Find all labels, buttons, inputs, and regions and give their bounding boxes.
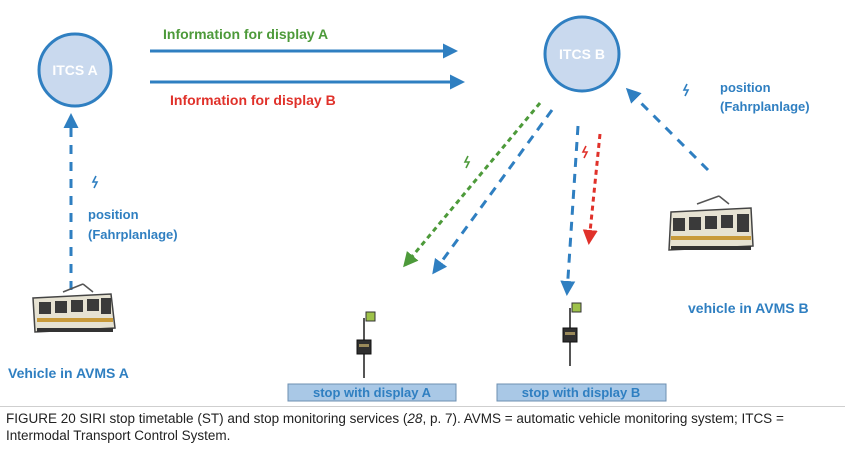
vehicle-a-label: Vehicle in AVMS A — [8, 365, 129, 381]
stop-pole-a-icon — [356, 311, 376, 378]
stop-pole-b-icon — [562, 302, 582, 366]
position-b-label-1: position — [720, 80, 771, 95]
vehicle-b-label: vehicle in AVMS B — [688, 300, 809, 316]
itcs-b-node: ITCS B — [543, 15, 621, 93]
figure-caption: FIGURE 20 SIRI stop timetable (ST) and s… — [6, 410, 836, 444]
itcs-b-label: ITCS B — [559, 46, 605, 62]
radio-icon-green — [463, 155, 471, 169]
itcs-a-circle — [37, 32, 113, 108]
tram-a-icon — [32, 283, 116, 333]
arrow-blue-to-stop-b — [560, 125, 580, 296]
stop-b-box — [496, 383, 667, 402]
caption-part-2: , p. 7). AVMS = automatic vehicle monito… — [6, 411, 784, 443]
position-b-label-2: (Fahrplanlage) — [720, 99, 810, 114]
tram-b-icon — [668, 195, 754, 251]
itcs-b-circle — [543, 15, 621, 93]
itcs-a-label: ITCS A — [52, 62, 97, 78]
itcs-a-node: ITCS A — [37, 32, 113, 108]
arrow-red-to-stop-b — [582, 133, 602, 245]
radio-icon-red — [581, 145, 589, 159]
arrow-position-b — [625, 87, 710, 172]
arrow-blue-to-stop-a — [432, 109, 554, 275]
stop-b-label: stop with display B — [522, 385, 640, 400]
position-a-label-1: position — [88, 207, 139, 222]
info-display-a-label: Information for display A — [163, 26, 328, 42]
caption-reference: 28 — [407, 411, 423, 426]
position-a-label-2: (Fahrplanlage) — [88, 227, 178, 242]
stop-a-box — [287, 383, 457, 402]
info-display-b-label: Information for display B — [170, 92, 336, 108]
stop-a-label: stop with display A — [313, 385, 432, 400]
arrow-green-to-stop-a — [403, 102, 542, 268]
radio-icon-b — [682, 83, 690, 97]
caption-part-1: FIGURE 20 SIRI stop timetable (ST) and s… — [6, 411, 408, 426]
radio-icon-a — [91, 175, 99, 189]
caption-divider — [0, 406, 845, 407]
